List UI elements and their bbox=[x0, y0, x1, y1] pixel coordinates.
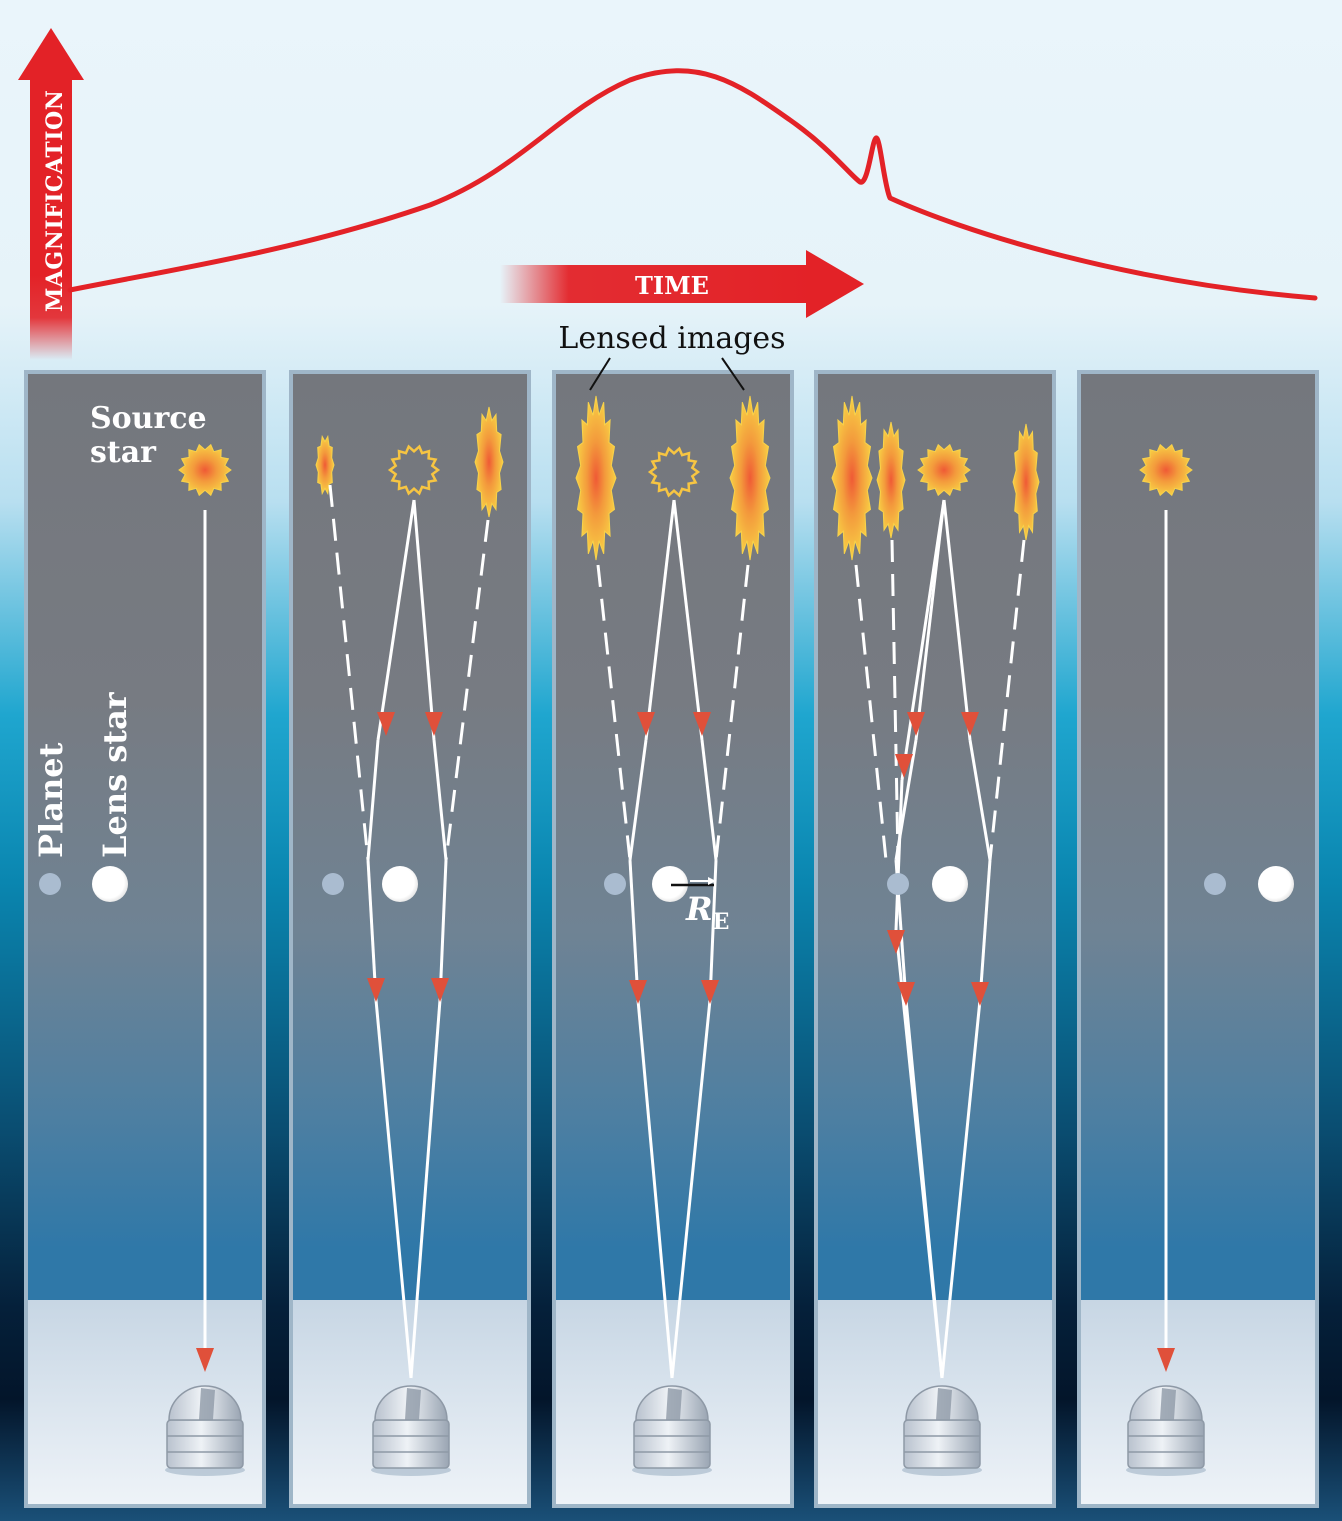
ray-arrowhead bbox=[897, 982, 915, 1006]
ray-arrowhead bbox=[701, 980, 719, 1004]
panel-sky bbox=[28, 374, 262, 1304]
ray-arrowhead bbox=[971, 982, 989, 1006]
ray-arrowhead bbox=[961, 712, 979, 736]
ray-arrowhead bbox=[693, 712, 711, 736]
panel-group bbox=[24, 370, 1319, 1508]
light-ray bbox=[374, 999, 413, 1379]
lensed-image-inner-left bbox=[876, 421, 906, 539]
dashed-ray bbox=[444, 519, 490, 861]
light-ray bbox=[942, 499, 972, 741]
light-ray bbox=[438, 859, 448, 1001]
light-ray bbox=[900, 499, 946, 781]
einstein-radius-label: RE bbox=[685, 890, 729, 935]
lensed-images-pointer-left bbox=[589, 357, 611, 391]
light-ray bbox=[628, 739, 648, 861]
lensed-image-right bbox=[1012, 423, 1040, 541]
dashed-ray bbox=[890, 539, 900, 861]
ray-arrowhead bbox=[431, 978, 449, 1002]
lens-star bbox=[932, 866, 968, 902]
source-star bbox=[917, 443, 971, 497]
light-ray bbox=[366, 739, 380, 861]
lens-star-label: Lens star bbox=[96, 691, 134, 858]
light-ray bbox=[670, 999, 712, 1379]
light-ray bbox=[894, 779, 904, 931]
lensed-image-left bbox=[575, 395, 617, 561]
lens-star bbox=[382, 866, 418, 902]
source-star-label-line1: Source bbox=[90, 401, 207, 436]
dashed-ray bbox=[596, 564, 632, 861]
ray-arrowhead bbox=[367, 978, 385, 1002]
lensed-image-right bbox=[729, 395, 771, 561]
ray-arrowhead bbox=[907, 712, 925, 736]
magnification-axis-arrow bbox=[18, 28, 84, 360]
lens-star bbox=[92, 866, 128, 902]
source-star-hidden bbox=[387, 444, 441, 496]
dashed-ray bbox=[328, 484, 370, 861]
light-ray bbox=[412, 499, 436, 741]
source-star-hidden bbox=[647, 446, 701, 498]
panel-5 bbox=[1077, 370, 1319, 1508]
lensed-image-right bbox=[474, 406, 504, 518]
panel-sky bbox=[293, 374, 527, 1304]
ray-arrowhead bbox=[895, 754, 913, 778]
light-ray bbox=[940, 999, 982, 1379]
lensed-images-label: Lensed images bbox=[558, 321, 785, 356]
light-ray bbox=[409, 999, 442, 1379]
light-ray bbox=[376, 499, 416, 741]
telescope bbox=[632, 1385, 712, 1476]
source-star bbox=[178, 443, 232, 497]
planet bbox=[604, 873, 626, 895]
lensed-image-left bbox=[315, 434, 335, 496]
lens-star bbox=[1258, 866, 1294, 902]
ray-arrowhead bbox=[1157, 1348, 1175, 1372]
telescope bbox=[165, 1385, 245, 1476]
light-ray bbox=[968, 739, 992, 861]
telescope bbox=[1126, 1385, 1206, 1476]
time-axis-label: TIME bbox=[635, 271, 709, 300]
planet bbox=[39, 873, 61, 895]
ray-arrowhead bbox=[377, 712, 395, 736]
magnification-axis-label: MAGNIFICATION bbox=[42, 90, 68, 312]
source-star bbox=[1139, 443, 1193, 497]
light-ray bbox=[628, 859, 640, 1001]
ray-arrowhead bbox=[196, 1348, 214, 1372]
ray-arrowhead bbox=[425, 712, 443, 736]
dashed-ray bbox=[854, 564, 888, 861]
light-ray bbox=[366, 859, 378, 1001]
magnification-curve bbox=[67, 68, 1318, 301]
light-ray bbox=[432, 739, 448, 861]
source-star-label-line2: star bbox=[90, 435, 157, 470]
telescope bbox=[371, 1385, 451, 1476]
time-axis-arrow bbox=[500, 250, 864, 318]
lensed-images-pointer-right bbox=[721, 357, 745, 391]
telescope bbox=[902, 1385, 982, 1476]
ray-arrowhead bbox=[887, 930, 905, 954]
ray-arrowhead bbox=[629, 980, 647, 1004]
light-ray bbox=[708, 859, 718, 1001]
ray-arrowhead bbox=[637, 712, 655, 736]
planet bbox=[1204, 873, 1226, 895]
planet bbox=[887, 873, 909, 895]
light-ray bbox=[672, 499, 704, 741]
light-ray bbox=[644, 499, 676, 741]
panel-sky bbox=[1081, 374, 1315, 1304]
panel-2 bbox=[289, 370, 531, 1508]
dashed-ray bbox=[988, 539, 1026, 861]
light-ray bbox=[636, 999, 674, 1379]
lens-star bbox=[652, 866, 688, 902]
panel-1 bbox=[24, 370, 266, 1508]
light-ray bbox=[894, 929, 944, 1379]
light-ray bbox=[700, 739, 718, 861]
einstein-radius-marker bbox=[671, 877, 716, 887]
planet bbox=[322, 873, 344, 895]
lensed-image-outer-left bbox=[831, 395, 873, 561]
dashed-ray bbox=[714, 564, 750, 861]
planet-label: Planet bbox=[32, 742, 70, 858]
light-ray bbox=[978, 859, 992, 1001]
